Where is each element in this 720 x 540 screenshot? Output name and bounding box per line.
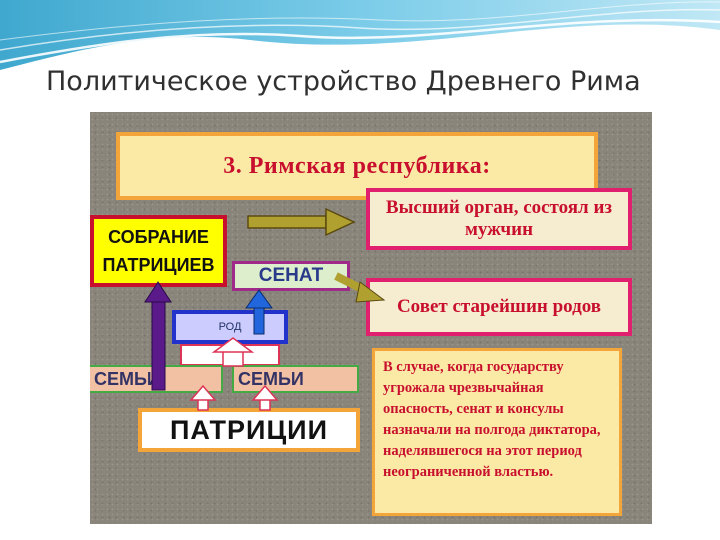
family-text-left: СЕМЬИ: [94, 368, 160, 389]
dictator-note-text: В случае, когда государству угрожала чре…: [383, 359, 601, 480]
supreme-organ-text: Высший орган, состоял из мужчин: [385, 197, 613, 240]
republic-title-box: 3. Римская республика:: [116, 132, 598, 200]
header-wave-decoration: [0, 0, 720, 70]
assembly-text: СОБРАНИЕ ПАТРИЦИЕВ: [102, 227, 215, 275]
clan-text: РОД: [218, 321, 242, 333]
connector-block: [180, 344, 280, 366]
dictator-note-box: В случае, когда государству угрожала чре…: [372, 348, 622, 516]
slide-title: Политическое устройство Древнего Рима: [46, 66, 641, 97]
family-box-right: СЕМЬИ: [232, 365, 359, 393]
diagram-panel: 3. Римская республика: Высший орган, сос…: [90, 112, 652, 524]
family-text-right: СЕМЬИ: [238, 368, 304, 389]
republic-title: 3. Римская республика:: [223, 152, 491, 179]
assembly-box: СОБРАНИЕ ПАТРИЦИЕВ: [90, 215, 227, 287]
clan-box: РОД: [172, 310, 288, 344]
supreme-organ-box: Высший орган, состоял из мужчин: [366, 188, 632, 250]
senate-text: СЕНАТ: [258, 265, 324, 286]
patricians-text: ПАТРИЦИИ: [169, 414, 328, 445]
elders-council-text: Совет старейшин родов: [396, 296, 602, 317]
family-box-left: СЕМЬИ: [90, 365, 223, 393]
senate-box: СЕНАТ: [232, 261, 350, 291]
arrow-assembly-to-supreme: [247, 207, 356, 237]
elders-council-box: Совет старейшин родов: [366, 278, 632, 336]
patricians-box: ПАТРИЦИИ: [138, 408, 360, 452]
